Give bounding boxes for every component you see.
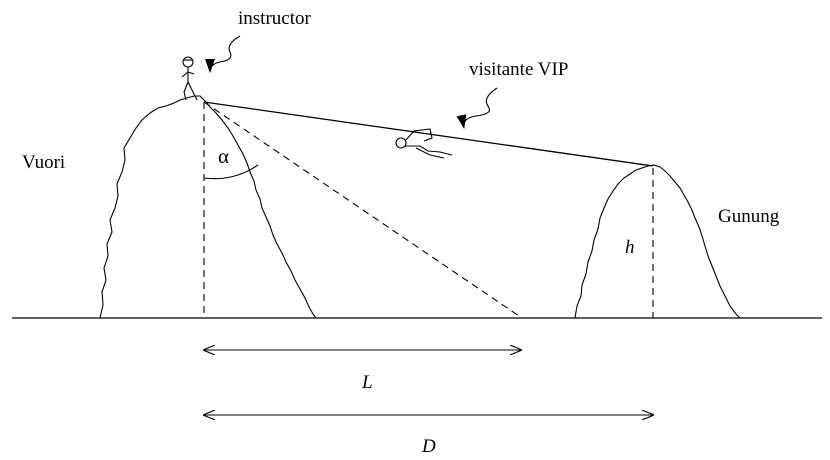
left-mountain-label: Vuori (22, 152, 65, 173)
length-D-label: D (421, 436, 436, 457)
angle-label: α (218, 144, 229, 168)
left-mountain (99, 95, 317, 319)
height-label: h (625, 237, 635, 258)
diagonal-dashed (203, 101, 523, 319)
instructor-figure (181, 56, 198, 101)
instructor-pointer (205, 35, 241, 73)
visitor-label: visitante VIP (469, 59, 568, 80)
instructor-label: instructor (238, 8, 311, 29)
visitor-pointer (456, 87, 498, 129)
zipline (203, 101, 654, 167)
visitor-figure (395, 128, 453, 159)
angle-arc (203, 164, 259, 180)
length-L-label: L (361, 372, 373, 393)
right-mountain (574, 164, 741, 319)
right-mountain-label: Gunung (718, 206, 780, 227)
